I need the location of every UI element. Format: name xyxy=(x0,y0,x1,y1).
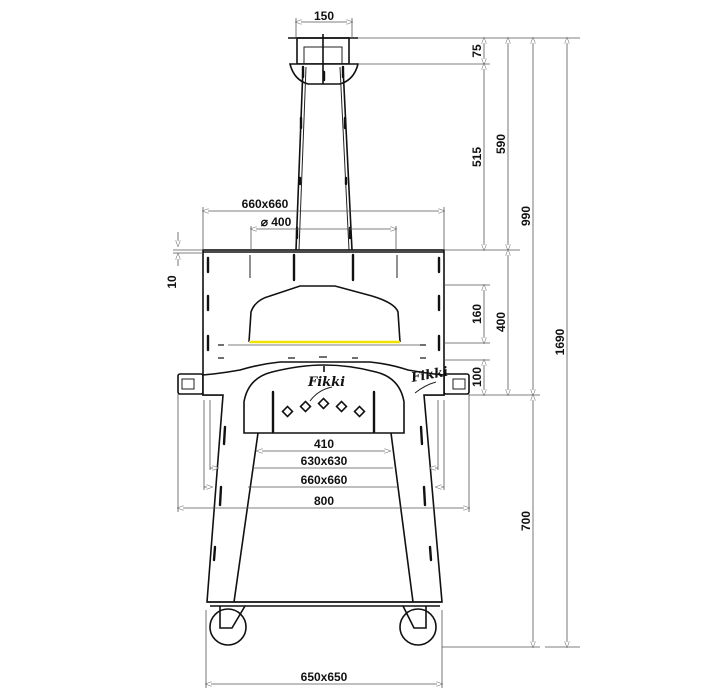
vent-diamonds xyxy=(281,397,366,418)
dim-cap-height: 75 xyxy=(470,44,484,58)
logo-left: Fikki xyxy=(307,375,345,390)
dim-chimney-height: 515 xyxy=(470,147,484,167)
dimension-lines xyxy=(173,18,580,688)
dimension-labels: 150 660x660 ⌀ 400 10 75 515 590 990 1690… xyxy=(165,9,567,684)
dim-body-height: 400 xyxy=(494,312,508,332)
dim-inner-size: 630x630 xyxy=(301,454,348,468)
dim-top-plate: 660x660 xyxy=(242,197,289,211)
dim-dome-height: 160 xyxy=(470,304,484,324)
right-caster-wheel xyxy=(399,605,437,646)
dim-opening-width: 410 xyxy=(314,437,334,451)
chimney xyxy=(288,34,360,251)
oven-dome xyxy=(248,285,401,343)
dim-oven-to-top: 990 xyxy=(519,206,533,226)
dim-wall-thickness: 10 xyxy=(165,275,179,289)
stand: Fikki Fikki xyxy=(202,361,449,646)
dim-chimney-diameter: ⌀ 400 xyxy=(261,215,292,229)
dim-stand-height: 700 xyxy=(519,511,533,531)
logo-right: Fikki xyxy=(409,365,449,386)
dim-base-size: 650x650 xyxy=(301,670,348,684)
dim-total-height: 1690 xyxy=(553,328,567,355)
door-arch xyxy=(243,364,405,434)
oven-body xyxy=(177,249,470,396)
dim-handle-width: 800 xyxy=(314,494,334,508)
left-caster-wheel xyxy=(209,605,247,646)
dim-chimney-top-width: 150 xyxy=(314,9,334,23)
dim-arch-offset: 100 xyxy=(470,367,484,387)
dim-chimney-total: 590 xyxy=(494,134,508,154)
dim-outer-size: 660x660 xyxy=(301,473,348,487)
